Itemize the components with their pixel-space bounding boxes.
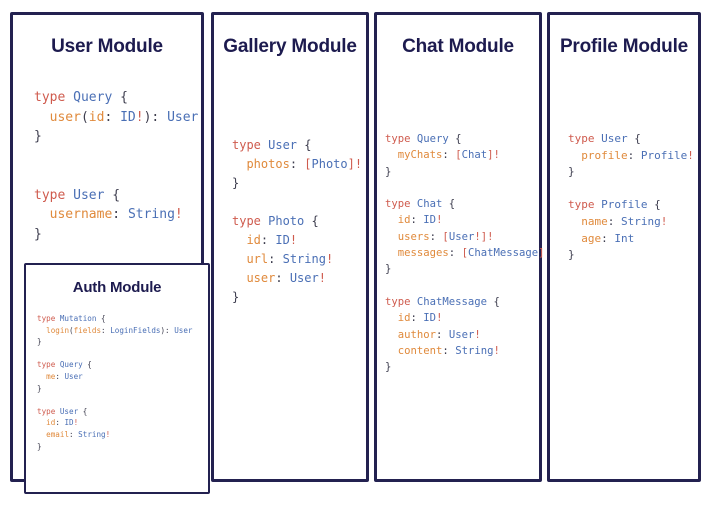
code-line: type User { [34, 187, 121, 203]
code-line: } [232, 290, 240, 304]
code-line [34, 147, 198, 167]
code-line: } [37, 441, 42, 451]
code-line: type Photo { [232, 214, 319, 228]
module-title-profile: Profile Module [559, 36, 689, 57]
code-line: } [385, 263, 392, 276]
module-code-gallery: type User { photos: [Photo]!} type Photo… [232, 136, 362, 307]
code-line: } [232, 176, 240, 190]
code-line [385, 278, 551, 294]
code-line [34, 166, 198, 186]
code-line [385, 180, 551, 196]
module-code-auth: type Mutation { login(fields: LoginField… [37, 313, 193, 452]
code-line: content: String! [397, 344, 500, 357]
module-panel-user[interactable]: User Module type Query { user(id: ID!): … [10, 12, 210, 494]
code-line: type Query { [385, 133, 462, 145]
code-line: id: ID! [46, 418, 79, 428]
code-line: me: User [46, 371, 83, 381]
module-title-chat: Chat Module [402, 36, 514, 57]
code-line: } [568, 165, 575, 179]
code-line: } [37, 337, 42, 347]
code-line: user(id: ID!): User [49, 109, 199, 125]
module-panel-profile[interactable]: Profile Module type User { profile: Prof… [547, 12, 701, 482]
code-line: user: User! [246, 271, 326, 285]
code-line: type Query { [37, 360, 92, 370]
code-line: type User { [232, 138, 312, 152]
code-line: id: ID! [246, 233, 298, 247]
code-line: type Profile { [568, 198, 661, 212]
code-line: } [34, 226, 42, 242]
code-line: name: String! [581, 214, 668, 228]
code-line: email: String! [46, 429, 111, 439]
code-line: login(fields: LoginFields): User [46, 325, 193, 335]
module-title-gallery: Gallery Module [223, 36, 357, 57]
code-line: } [34, 129, 42, 144]
code-line: username: String! [49, 207, 183, 222]
code-line: age: Int [581, 231, 635, 245]
code-line: users: [User!]! [397, 230, 494, 243]
module-panel-chat[interactable]: Chat Module type Query { myChats: [Chat]… [374, 12, 551, 482]
code-line: id: ID! [397, 214, 443, 227]
code-line: url: String! [246, 252, 334, 266]
code-line: author: User! [397, 328, 481, 341]
code-line: } [37, 383, 42, 393]
module-panel-gallery[interactable]: Gallery Module type User { photos: [Phot… [211, 12, 369, 482]
code-line: type User { [568, 132, 641, 145]
code-line: photos: [Photo]! [246, 157, 363, 171]
code-line: } [385, 165, 392, 178]
code-line [568, 181, 694, 198]
module-title-user: User Module [51, 36, 163, 57]
module-code-chat: type Query { myChats: [Chat]!} type Chat… [385, 131, 551, 375]
code-line: profile: Profile! [581, 148, 694, 162]
code-line: type Mutation { [37, 314, 106, 323]
code-line: } [568, 248, 575, 262]
code-line: myChats: [Chat]! [397, 149, 500, 162]
module-title-auth: Auth Module [72, 279, 162, 296]
code-line [232, 193, 362, 212]
code-line: type User { [37, 406, 88, 416]
code-line: type Query { [34, 90, 128, 105]
code-line: type Chat { [385, 198, 456, 211]
code-line: id: ID! [397, 312, 443, 325]
code-line [37, 394, 193, 406]
module-code-user: type Query { user(id: ID!): User} type U… [34, 88, 198, 244]
code-line [37, 348, 193, 360]
module-panel-auth[interactable]: Auth Module type Mutation { login(fields… [24, 263, 210, 494]
code-line: type ChatMessage { [385, 295, 500, 308]
module-code-profile: type User { profile: Profile!} type Prof… [568, 131, 694, 264]
code-line: messages: [ChatMessage]! [397, 247, 551, 260]
code-line: } [385, 361, 392, 374]
